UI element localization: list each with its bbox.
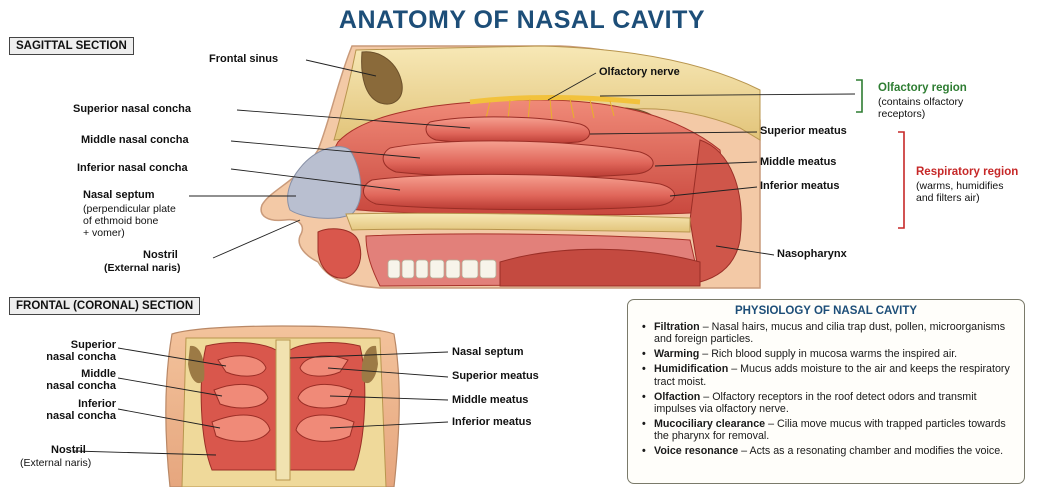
septum-sub-line-2: of ethmoid bone (83, 215, 176, 227)
label-middle-meatus: Middle meatus (760, 156, 836, 168)
label-coronal-middle-meatus: Middle meatus (452, 394, 528, 406)
label-coronal-superior-meatus: Superior meatus (452, 370, 539, 382)
nasal-septum-description: (perpendicular plate of ethmoid bone + v… (83, 203, 176, 239)
label-nostril-sub: (External naris) (104, 262, 180, 274)
label-frontal-sinus: Frontal sinus (209, 53, 278, 65)
physiology-text: – Nasal hairs, mucus and cilia trap dust… (654, 321, 1005, 345)
label-superior-nasal-concha: Superior nasal concha (73, 103, 191, 115)
physiology-title: PHYSIOLOGY OF NASAL CAVITY (628, 305, 1024, 317)
physiology-term: Mucociliary clearance (654, 418, 765, 430)
label-coronal-middle-concha: Middle nasal concha (26, 368, 116, 392)
physiology-term: Warming (654, 348, 699, 360)
label-middle-nasal-concha: Middle nasal concha (81, 134, 189, 146)
label-coronal-nostril-sub: (External naris) (20, 457, 91, 469)
label-nostril: Nostril (143, 249, 178, 261)
label-superior-meatus: Superior meatus (760, 125, 847, 137)
label-olfactory-region: Olfactory region (878, 82, 967, 94)
physiology-text: – Rich blood supply in mucosa warms the … (699, 348, 957, 360)
olfactory-region-description: (contains olfactory receptors) (878, 96, 963, 120)
physiology-item-olfaction: Olfaction – Olfactory receptors in the r… (642, 391, 1016, 416)
coronal-section-label: FRONTAL (CORONAL) SECTION (9, 297, 200, 315)
physiology-text: – Acts as a resonating chamber and modif… (738, 445, 1003, 457)
physiology-item-voice: Voice resonance – Acts as a resonating c… (642, 445, 1016, 457)
physiology-term: Humidification (654, 363, 728, 375)
label-nasopharynx: Nasopharynx (777, 248, 847, 260)
coronal-septum (276, 340, 290, 480)
septum-sub-line-1: (perpendicular plate (83, 203, 176, 215)
olfactory-sub-line-1: (contains olfactory (878, 96, 963, 108)
coronal-inferior-line-2: nasal concha (26, 410, 116, 422)
physiology-term: Olfaction (654, 391, 700, 403)
label-coronal-inferior-concha: Inferior nasal concha (26, 398, 116, 422)
respiratory-sub-line-1: (warms, humidifies (916, 180, 1004, 192)
label-coronal-superior-concha: Superior nasal concha (26, 339, 116, 363)
respiratory-region-description: (warms, humidifies and filters air) (916, 180, 1004, 204)
coronal-middle-line-1: Middle (26, 368, 116, 380)
label-olfactory-nerve: Olfactory nerve (599, 66, 680, 78)
physiology-text: – Olfactory receptors in the roof detect… (654, 391, 977, 415)
label-inferior-meatus: Inferior meatus (760, 180, 839, 192)
physiology-term: Filtration (654, 321, 700, 333)
physiology-item-filtration: Filtration – Nasal hairs, mucus and cili… (642, 321, 1016, 346)
coronal-superior-line-1: Superior (26, 339, 116, 351)
label-coronal-inferior-meatus: Inferior meatus (452, 416, 531, 428)
label-respiratory-region: Respiratory region (916, 166, 1018, 178)
respiratory-sub-line-2: and filters air) (916, 192, 1004, 204)
label-coronal-nostril: Nostril (51, 444, 86, 456)
coronal-inferior-line-1: Inferior (26, 398, 116, 410)
coronal-superior-line-2: nasal concha (26, 351, 116, 363)
physiology-term: Voice resonance (654, 445, 738, 457)
olfactory-sub-line-2: receptors) (878, 108, 963, 120)
label-coronal-nasal-septum: Nasal septum (452, 346, 524, 358)
physiology-item-mucociliary: Mucociliary clearance – Cilia move mucus… (642, 418, 1016, 443)
physiology-list: Filtration – Nasal hairs, mucus and cili… (628, 321, 1024, 458)
septum-sub-line-3: + vomer) (83, 227, 176, 239)
physiology-panel: PHYSIOLOGY OF NASAL CAVITY Filtration – … (627, 299, 1025, 484)
coronal-middle-line-2: nasal concha (26, 380, 116, 392)
label-inferior-nasal-concha: Inferior nasal concha (77, 162, 188, 174)
sagittal-section-label: SAGITTAL SECTION (9, 37, 134, 55)
physiology-item-warming: Warming – Rich blood supply in mucosa wa… (642, 348, 1016, 360)
label-nasal-septum: Nasal septum (83, 189, 155, 201)
physiology-item-humidification: Humidification – Mucus adds moisture to … (642, 363, 1016, 388)
